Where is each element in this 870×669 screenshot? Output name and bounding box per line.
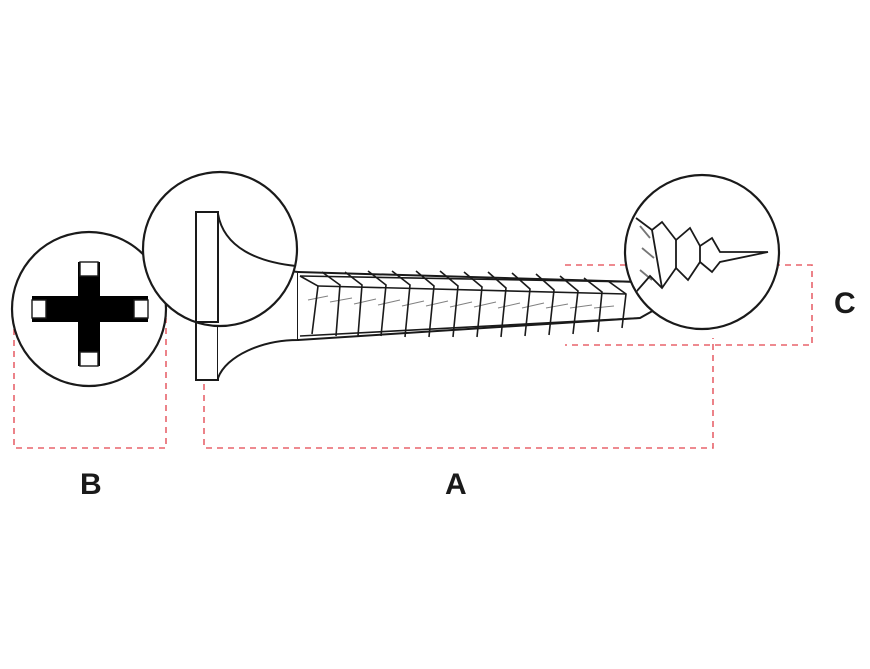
phillips-cross-recess-icon — [31, 261, 149, 367]
dimension-label-b: B — [80, 468, 102, 501]
dimension-label-a: A — [445, 468, 467, 501]
screw-thread-shading — [307, 295, 615, 309]
sharp-point-detail — [623, 173, 781, 331]
dimension-a-bracket — [203, 338, 714, 449]
sharp-point-tip-icon — [635, 217, 769, 293]
bugle-head-profile-icon — [195, 211, 297, 323]
screw-threads — [299, 270, 641, 338]
bugle-head-detail — [141, 170, 299, 328]
dimension-label-c: C — [834, 287, 856, 320]
dimension-b-bracket — [13, 318, 167, 449]
phillips-head-detail — [10, 230, 168, 388]
bugle-detail-circle — [141, 170, 299, 328]
